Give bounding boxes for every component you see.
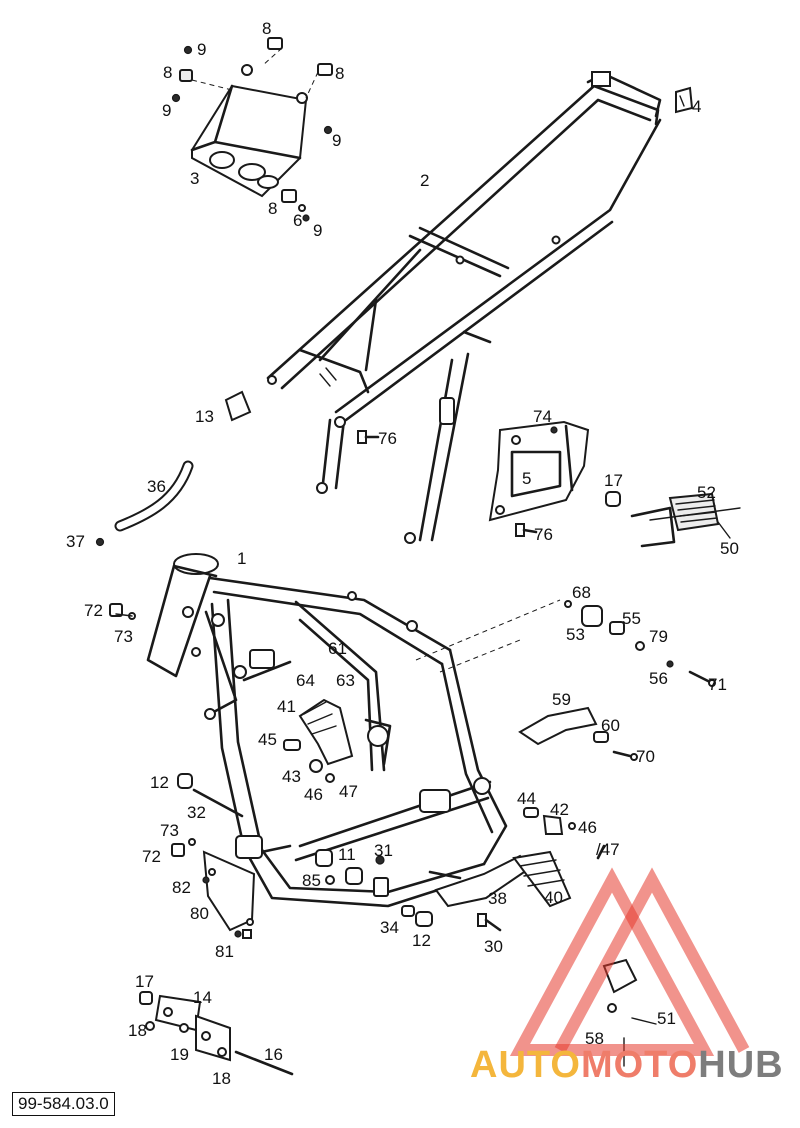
side-stand-clip <box>602 958 638 1067</box>
callout-1: 1 <box>237 549 246 568</box>
brake-lever-59 <box>518 706 638 761</box>
callout-58: 58 <box>585 1029 604 1048</box>
callout-85: 85 <box>302 871 321 890</box>
callout-79: 79 <box>649 627 668 646</box>
callout-81: 81 <box>215 942 234 961</box>
skid-bracket-part <box>190 64 308 198</box>
callout-18-bottom: 18 <box>212 1069 231 1088</box>
callout-68: 68 <box>572 583 591 602</box>
callout-12-left: 12 <box>150 773 169 792</box>
callout-56: 56 <box>649 669 668 688</box>
callout-47-left: 47 <box>339 782 358 801</box>
callout-5: 5 <box>522 469 531 488</box>
pivot-spacer-parts <box>415 599 716 687</box>
callout-13: 13 <box>195 407 214 426</box>
callout-42: 42 <box>550 800 569 819</box>
callout-4: 4 <box>692 97 701 116</box>
callout-50: 50 <box>720 539 739 558</box>
callout-12-bottom: 12 <box>412 931 431 950</box>
callout-17-right: 17 <box>604 471 623 490</box>
footrest-bracket-5 <box>488 420 590 537</box>
callout-82: 82 <box>172 878 191 897</box>
rubber-block-13 <box>224 390 252 422</box>
callout-17-bottom: 17 <box>135 972 154 991</box>
callout-72-top: 72 <box>84 601 103 620</box>
diagram-reference-code: 99-584.03.0 <box>12 1092 115 1116</box>
callout-73-bottom: 73 <box>160 821 179 840</box>
callout-59: 59 <box>552 690 571 709</box>
callout-37: 37 <box>66 532 85 551</box>
callout-70: 70 <box>636 747 655 766</box>
callout-8-top: 8 <box>262 19 271 38</box>
callout-52: 52 <box>697 483 716 502</box>
callout-64: 64 <box>296 671 315 690</box>
callout-9-right: 9 <box>332 131 341 150</box>
callout-46-left: 46 <box>304 785 323 804</box>
callout-3: 3 <box>190 169 199 188</box>
callout-43: 43 <box>282 767 301 786</box>
callout-14: 14 <box>193 988 212 1007</box>
callout-36: 36 <box>147 477 166 496</box>
callout-44: 44 <box>517 789 536 808</box>
callout-51: 51 <box>657 1009 676 1028</box>
callout-76-upper: 76 <box>378 429 397 448</box>
callout-9-left: 9 <box>162 101 171 120</box>
callout-32: 32 <box>187 803 206 822</box>
skid-plate-80 <box>202 850 256 939</box>
footpeg-rubber-assembly <box>605 491 741 548</box>
callout-9-bottom: 9 <box>313 221 322 240</box>
callout-80: 80 <box>190 904 209 923</box>
callout-9-top: 9 <box>197 40 206 59</box>
main-frame-part <box>146 553 508 908</box>
bolt-76-upper <box>357 430 380 444</box>
callout-46-right: 46 <box>578 818 597 837</box>
rear-subframe-part <box>266 71 662 544</box>
callout-38: 38 <box>488 889 507 908</box>
callout-8-bottom: 8 <box>268 199 277 218</box>
callout-8-right: 8 <box>335 64 344 83</box>
callout-76-lower: 76 <box>534 525 553 544</box>
callout-8-left: 8 <box>163 63 172 82</box>
callout-19: 19 <box>170 1045 189 1064</box>
callout-34: 34 <box>380 918 399 937</box>
spacer-parts <box>315 849 433 927</box>
bracket-hardware <box>171 37 333 222</box>
callout-labels: 1 2 3 4 5 6 8 8 8 8 9 9 9 9 11 12 12 13 … <box>66 19 739 1088</box>
callout-18-top: 18 <box>128 1021 147 1040</box>
callout-6: 6 <box>293 211 302 230</box>
callout-41: 41 <box>277 697 296 716</box>
callout-55: 55 <box>622 609 641 628</box>
rubber-mount-part <box>675 86 694 114</box>
callout-30: 30 <box>484 937 503 956</box>
callout-16: 16 <box>264 1045 283 1064</box>
callout-63: 63 <box>336 671 355 690</box>
callout-71: 71 <box>708 675 727 694</box>
callout-60: 60 <box>601 716 620 735</box>
callout-31: 31 <box>374 841 393 860</box>
callout-72-bottom: 72 <box>142 847 161 866</box>
callout-47-right: /47 <box>596 840 620 859</box>
callout-11: 11 <box>338 845 356 864</box>
callout-45: 45 <box>258 730 277 749</box>
callout-73-top: 73 <box>114 627 133 646</box>
callout-40: 40 <box>544 888 563 907</box>
frame-hardware-left <box>109 603 244 938</box>
footpeg-pin-hardware <box>523 807 606 860</box>
callout-74: 74 <box>533 407 552 426</box>
footpeg-left-41 <box>283 698 354 783</box>
callout-2: 2 <box>420 171 429 190</box>
hose-36 <box>95 460 194 547</box>
side-stand-mount <box>139 991 294 1076</box>
callout-53: 53 <box>566 625 585 644</box>
callout-61: 61 <box>328 639 347 658</box>
